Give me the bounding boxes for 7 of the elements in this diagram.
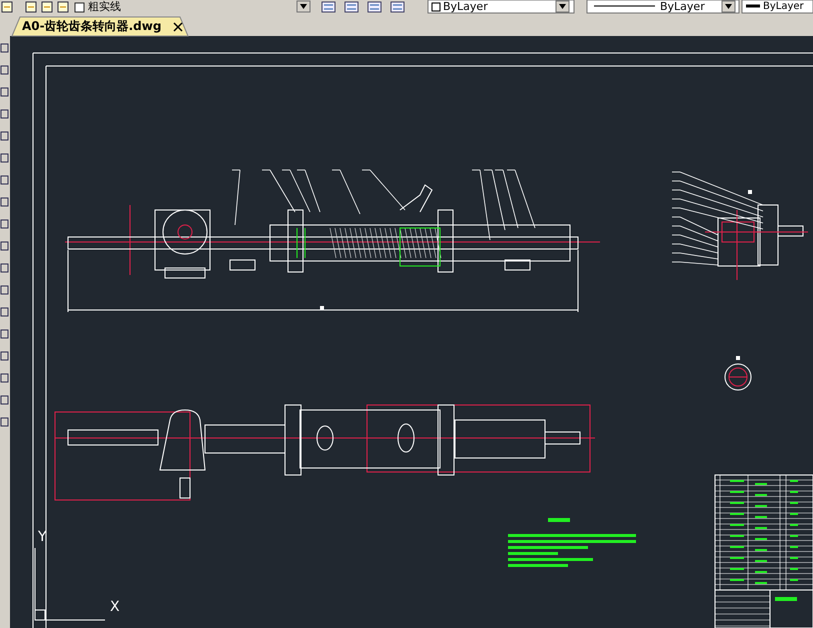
- layer-value: ByLayer: [443, 1, 488, 12]
- linetype-name: 粗实线: [88, 1, 121, 12]
- axis-label: Y: [38, 530, 47, 544]
- file-name: A0-齿轮齿条转向器.dwg: [22, 20, 162, 32]
- axis-label: X: [110, 600, 120, 614]
- lineweight-value: ByLayer: [763, 2, 804, 12]
- linetype-value: ByLayer: [660, 1, 705, 12]
